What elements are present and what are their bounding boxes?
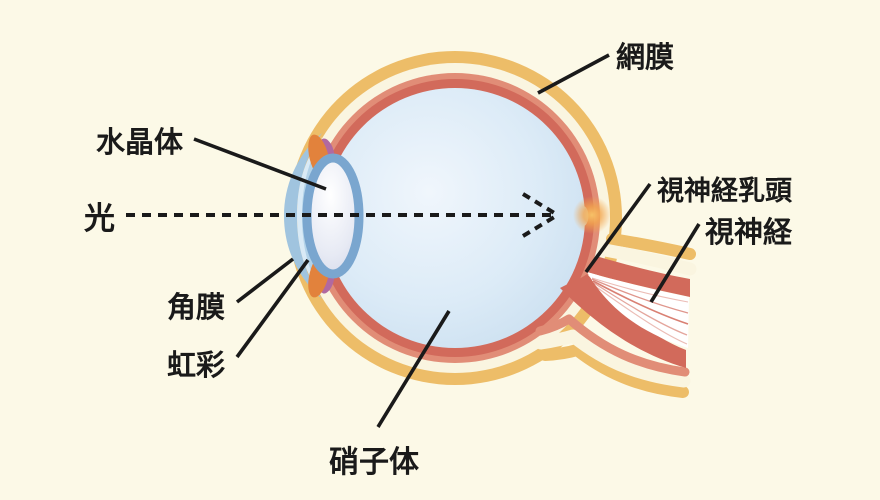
label-light: 光 — [84, 201, 115, 236]
leader-line-vitreous — [376, 310, 451, 428]
label-optic-disc: 視神経乳頭 — [657, 175, 793, 206]
nerve-sheath-orange-bottom — [539, 344, 689, 398]
fovea — [573, 196, 611, 234]
leader-line-optic-nerve — [649, 223, 701, 303]
nerve-fiber-streaks — [591, 277, 689, 345]
light-ray-arrow — [126, 192, 558, 238]
nerve-red-bottom — [560, 274, 686, 368]
labels: 水晶体 光 角膜 虹彩 硝子体 網膜 視神経乳頭 視神経 — [84, 41, 793, 479]
leader-line-cornea — [235, 257, 295, 304]
light-arrowhead-lower — [521, 214, 558, 238]
leader-lines — [193, 53, 701, 428]
leader-line-iris — [235, 258, 310, 359]
cornea-shape — [284, 133, 322, 299]
label-lens: 水晶体 — [96, 126, 184, 159]
nerve-red-top — [587, 256, 690, 297]
eyeball — [288, 51, 622, 385]
label-vitreous: 硝子体 — [329, 446, 420, 479]
label-iris: 虹彩 — [167, 349, 225, 382]
leader-line-lens — [193, 137, 327, 191]
cornea-inner-highlight — [297, 137, 322, 295]
leader-line-optic-disc — [584, 182, 652, 274]
leader-line-retina — [537, 53, 610, 95]
fovea-glow — [573, 196, 611, 234]
label-retina: 網膜 — [616, 41, 674, 74]
vitreous-body-shape — [325, 88, 585, 348]
optic-nerve-shape — [534, 233, 697, 398]
nerve-sheath-cream-top — [598, 243, 697, 276]
label-optic-nerve: 視神経 — [705, 215, 793, 249]
nerve-sheath-salmon-bottom — [535, 314, 690, 377]
label-cornea: 角膜 — [167, 291, 225, 324]
light-arrowhead-upper — [521, 192, 558, 216]
nerve-sheath-cream-bottom — [534, 329, 691, 388]
